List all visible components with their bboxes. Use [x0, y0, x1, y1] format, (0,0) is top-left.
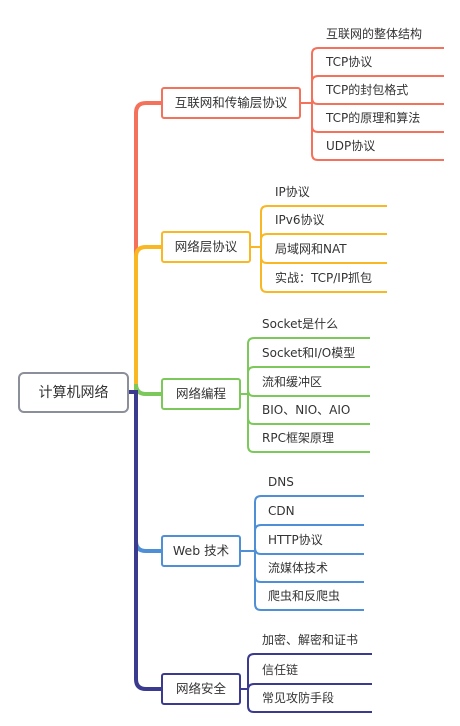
root-node[interactable]: 计算机网络	[18, 372, 129, 413]
branch-connector	[127, 390, 163, 691]
root-label: 计算机网络	[38, 384, 109, 401]
leaf-underline	[311, 153, 444, 161]
leaf-encryption-certs[interactable]: 加密、解密和证书	[262, 633, 359, 647]
leaf-socket-io-model[interactable]: Socket和I/O模型	[262, 346, 356, 360]
branch-label: 网络安全	[175, 680, 226, 696]
branch-connector	[127, 245, 163, 394]
branch-label: Web 技术	[172, 542, 230, 558]
leaf-underline	[260, 205, 387, 213]
leaf-underline	[247, 683, 372, 691]
leaf-streaming-media[interactable]: 流媒体技术	[268, 561, 329, 575]
leaf-underline	[247, 705, 372, 713]
leaf-underline	[311, 75, 444, 83]
branch-node-network-security[interactable]: 网络安全	[161, 673, 241, 705]
leaf-tcp-packet-format[interactable]: TCP的封包格式	[326, 83, 409, 97]
branch-node-network-layer[interactable]: 网络层协议	[161, 231, 251, 263]
leaf-underline	[311, 97, 444, 105]
leaf-tcp-principles[interactable]: TCP的原理和算法	[326, 111, 421, 125]
leaf-underline	[247, 445, 370, 453]
leaf-crawler-anticrawler[interactable]: 爬虫和反爬虫	[268, 589, 341, 603]
leaf-underline	[247, 417, 370, 425]
leaf-rpc-framework[interactable]: RPC框架原理	[262, 431, 334, 445]
leaf-tcp-protocol[interactable]: TCP协议	[326, 55, 373, 69]
leaf-underline	[260, 233, 387, 241]
leaf-underline	[247, 653, 372, 661]
leaf-dns[interactable]: DNS	[268, 475, 294, 489]
leaf-tcpip-capture[interactable]: 实战：TCP/IP抓包	[275, 271, 373, 285]
leaf-underline	[260, 256, 387, 264]
branch-node-web-tech[interactable]: Web 技术	[161, 535, 241, 567]
leaf-underline	[311, 125, 444, 133]
leaf-underline	[254, 524, 364, 532]
leaf-underline	[311, 47, 444, 55]
branch-node-transport-protocols[interactable]: 互联网和传输层协议	[161, 87, 301, 119]
leaf-underline	[254, 575, 364, 583]
leaf-underline	[260, 285, 387, 293]
leaf-http-protocol[interactable]: HTTP协议	[268, 533, 323, 547]
leaf-ip-protocol[interactable]: IP协议	[275, 185, 310, 199]
branch-label: 互联网和传输层协议	[174, 94, 288, 110]
leaf-cdn[interactable]: CDN	[268, 504, 295, 518]
leaf-chain-of-trust[interactable]: 信任链	[262, 663, 299, 677]
leaf-underline	[247, 366, 370, 374]
leaf-what-is-socket[interactable]: Socket是什么	[262, 317, 339, 331]
branch-node-network-programming[interactable]: 网络编程	[161, 378, 241, 410]
leaf-underline	[254, 603, 364, 611]
leaf-attack-defense[interactable]: 常见攻防手段	[262, 691, 335, 705]
leaf-underline	[254, 495, 364, 503]
leaf-udp-protocol[interactable]: UDP协议	[326, 139, 376, 153]
branch-connector	[127, 390, 163, 553]
leaf-ipv6-protocol[interactable]: IPv6协议	[275, 213, 325, 227]
branch-label: 网络层协议	[174, 238, 238, 254]
leaf-underline	[254, 547, 364, 555]
leaf-bio-nio-aio[interactable]: BIO、NIO、AIO	[262, 403, 351, 417]
branch-connector	[127, 101, 163, 394]
branch-label: 网络编程	[175, 385, 226, 401]
leaf-lan-nat[interactable]: 局域网和NAT	[275, 242, 347, 256]
leaf-underline	[247, 389, 370, 397]
leaf-underline	[247, 337, 370, 345]
leaf-streams-buffers[interactable]: 流和缓冲区	[262, 375, 323, 389]
leaf-internet-structure[interactable]: 互联网的整体结构	[326, 27, 423, 41]
